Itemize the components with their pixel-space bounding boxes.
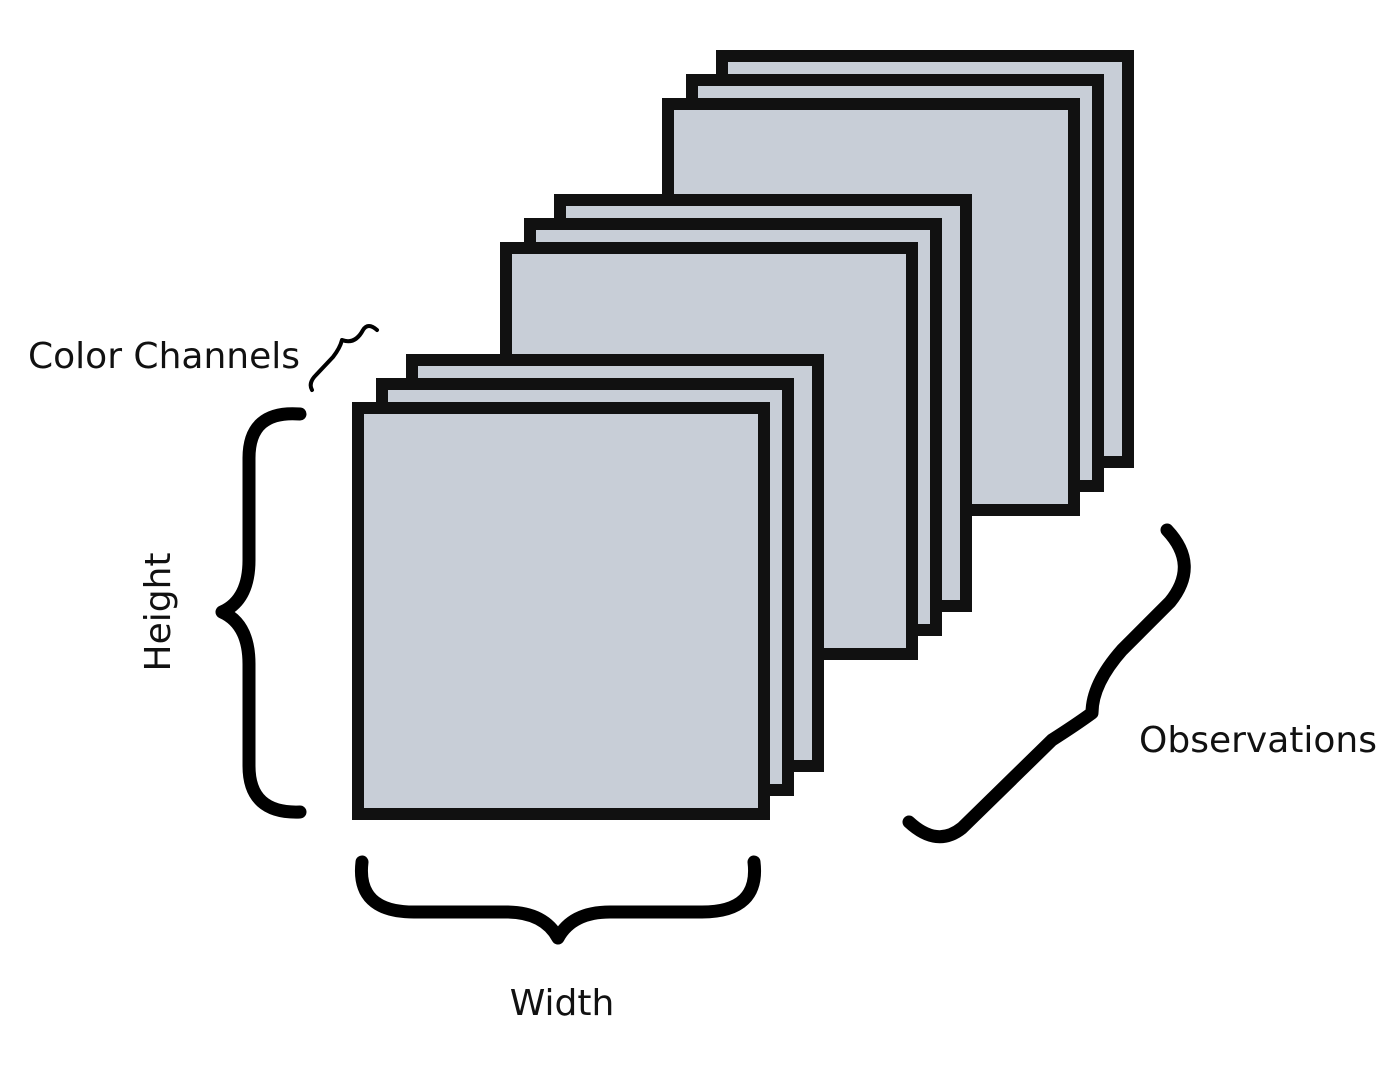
observations-brace — [902, 523, 1191, 844]
observations-label: Observations — [1139, 720, 1377, 761]
observation-group-1 — [352, 354, 824, 820]
color-channels-label: Color Channels — [28, 336, 300, 377]
color-channels-brace — [308, 324, 379, 392]
width-brace — [354, 855, 762, 945]
channel-frame-1-1 — [352, 402, 770, 820]
height-label: Height — [138, 552, 179, 671]
width-label: Width — [510, 983, 615, 1024]
height-brace — [215, 407, 307, 819]
